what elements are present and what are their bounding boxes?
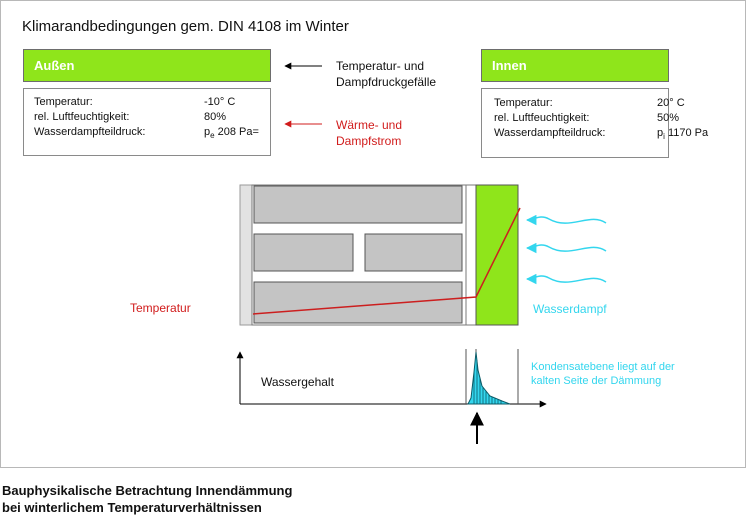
adhesive-layer <box>465 184 477 326</box>
inside-humidity-label: rel. Luftfeuchtigkeit: <box>494 112 590 124</box>
temperature-curve <box>252 207 521 315</box>
vapor-arrow-3 <box>525 273 607 285</box>
brick-middle-left <box>253 233 354 272</box>
temperature-label: Temperatur <box>130 301 191 315</box>
figure-caption: Bauphysikalische Betrachtung Innendämmun… <box>2 482 292 516</box>
outside-header-bar: Außen <box>23 49 271 82</box>
outside-temperature-value: -10° C <box>204 96 236 108</box>
outside-vapor-pressure-value: pe 208 Pa= <box>204 126 259 141</box>
outside-vapor-pressure-label: Wasserdampfteildruck: <box>34 126 146 138</box>
figure-title: Klimarandbedingungen gem. DIN 4108 im Wi… <box>22 18 349 35</box>
inside-temperature-value: 20° C <box>657 97 685 109</box>
inside-humidity-value: 50% <box>657 112 680 124</box>
vapor-label: Wasserdampf <box>533 302 607 316</box>
outer-plaster-layer <box>239 184 253 326</box>
outside-header-label: Außen <box>34 58 75 73</box>
outside-temperature-label: Temperatur: <box>34 96 93 108</box>
condensation-note: Kondensatebene liegt auf der kalten Seit… <box>531 361 675 387</box>
vapor-arrow-1 <box>525 214 607 226</box>
gradient-label: Temperatur- und Dampfdruckgefälle <box>336 59 437 89</box>
caption-line-2: bei winterlichem Temperaturverhältnissen <box>2 500 262 515</box>
condensation-hatching <box>473 360 502 404</box>
inside-header-bar: Innen <box>481 49 669 82</box>
brick-middle-right <box>364 233 463 272</box>
inside-vapor-pressure-label: Wasserdampfteildruck: <box>494 127 606 139</box>
water-content-label: Wassergehalt <box>261 375 334 389</box>
brick-top <box>253 185 463 224</box>
outside-humidity-value: 80% <box>204 111 227 123</box>
outside-climate-box: Temperatur: -10° C rel. Luftfeuchtigkeit… <box>23 88 271 156</box>
outside-humidity-label: rel. Luftfeuchtigkeit: <box>34 111 130 123</box>
inside-climate-box: Temperatur: 20° C rel. Luftfeuchtigkeit:… <box>481 88 708 158</box>
inside-vapor-pressure-value: pi 1170 Pa <box>657 127 709 142</box>
inside-temperature-label: Temperatur: <box>494 97 553 109</box>
brick-bottom <box>253 281 463 324</box>
inside-header-label: Innen <box>492 58 527 73</box>
vapor-arrow-2 <box>525 242 607 254</box>
caption-line-1: Bauphysikalische Betrachtung Innendämmun… <box>2 483 293 498</box>
flow-label: Wärme- und Dampfstrom <box>336 118 403 148</box>
